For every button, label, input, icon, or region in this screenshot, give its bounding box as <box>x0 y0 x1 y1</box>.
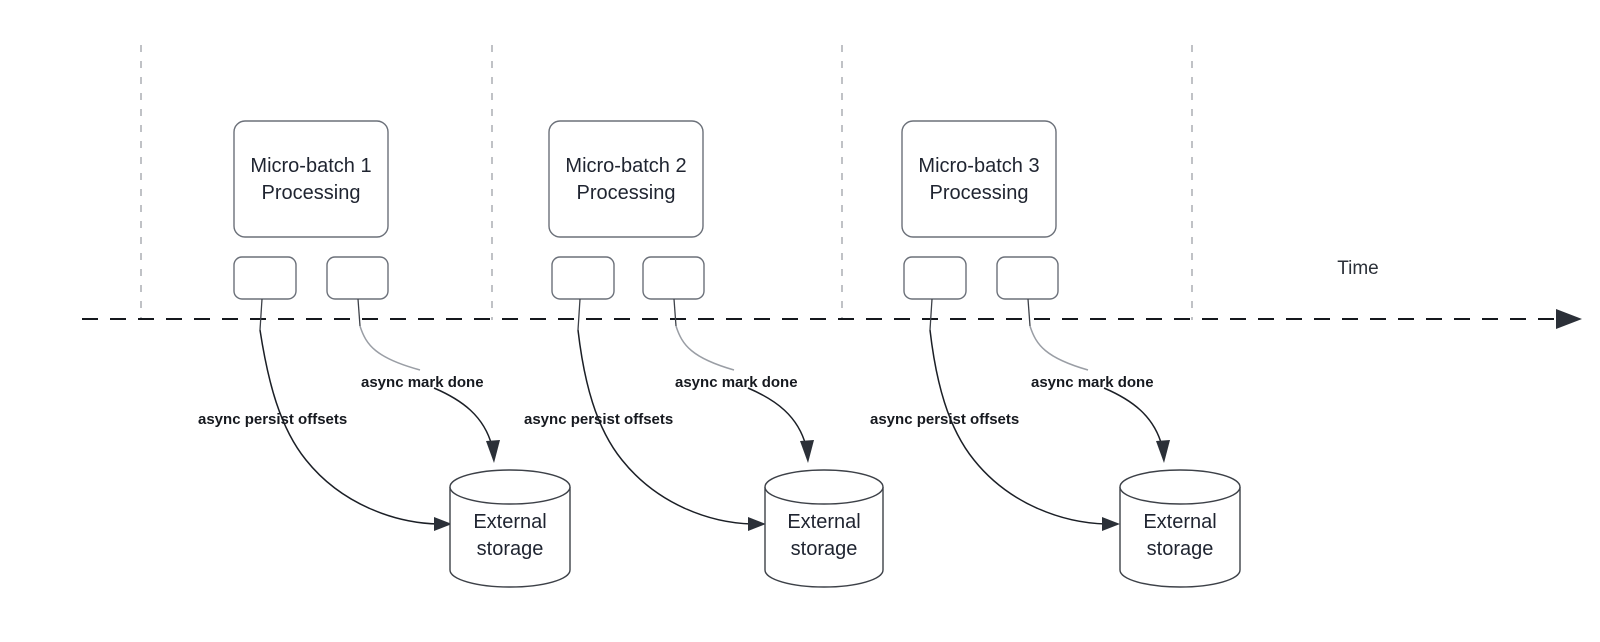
micro-batch-group-2: Micro-batch 2 Processing async persist o… <box>524 120 884 588</box>
micro-batch-2-storage-cylinder-top[interactable] <box>764 469 884 505</box>
micro-batch-3-storage-cylinder-top[interactable] <box>1119 469 1241 505</box>
micro-batch-1-label-line1: Micro-batch 1 <box>250 155 371 177</box>
micro-batch-group-1: Micro-batch 1 Processing async persist o… <box>198 120 571 588</box>
micro-batch-1-label-line2: Processing <box>262 182 361 204</box>
micro-batch-3-persist-offsets-curve <box>929 329 1107 525</box>
micro-batch-1-task-box-1[interactable] <box>233 256 297 300</box>
micro-batch-3-persist-offsets-label: async persist offsets <box>870 411 1019 428</box>
micro-batch-3-mark-done-curve-upper <box>1029 325 1089 371</box>
micro-batch-3-task-box-1[interactable] <box>903 256 967 300</box>
micro-batch-1-storage-label-line2: storage <box>477 538 544 560</box>
micro-batch-2-storage-label-line2: storage <box>791 538 858 560</box>
micro-batch-1-storage-cylinder-body <box>449 487 571 588</box>
micro-batch-2-box[interactable] <box>548 120 704 238</box>
time-axis-label: Time <box>1337 258 1379 279</box>
micro-batch-2-mark-done-curve-upper <box>675 325 735 371</box>
micro-batch-3-storage-cylinder-body <box>1119 487 1241 588</box>
time-axis: Time <box>82 258 1582 329</box>
micro-batch-3-storage-label-line2: storage <box>1147 538 1214 560</box>
micro-batch-2-task-1-stem <box>577 298 581 331</box>
micro-batch-3-task-1-stem <box>929 298 933 331</box>
micro-batch-3-box[interactable] <box>901 120 1057 238</box>
micro-batch-3-mark-done-curve-lower <box>1103 387 1163 447</box>
micro-batch-3-task-box-2[interactable] <box>996 256 1059 300</box>
micro-batch-1-mark-done-curve-lower <box>433 387 493 447</box>
micro-batch-3-persist-offsets-arrow-icon <box>1102 517 1120 531</box>
micro-batch-1-mark-done-label: async mark done <box>361 374 484 391</box>
micro-batch-1-task-box-2[interactable] <box>326 256 389 300</box>
micro-batch-2-persist-offsets-label: async persist offsets <box>524 411 673 428</box>
micro-batch-1-persist-offsets-arrow-icon <box>434 517 452 531</box>
micro-batch-2-persist-offsets-curve <box>577 329 753 525</box>
micro-batch-1-task-2-stem <box>357 298 361 327</box>
micro-batch-3-label-line1: Micro-batch 3 <box>918 155 1039 177</box>
micro-batch-1-storage-label-line1: External <box>473 511 546 533</box>
micro-batch-1-mark-done-curve-upper <box>359 325 421 371</box>
micro-batch-2-storage-cylinder-body <box>764 487 884 588</box>
micro-batch-3-task-2-stem <box>1027 298 1031 327</box>
micro-batch-3-mark-done-label: async mark done <box>1031 374 1154 391</box>
micro-batch-1-storage-cylinder-top[interactable] <box>449 469 571 505</box>
micro-batch-2-task-2-stem <box>673 298 677 327</box>
micro-batch-1-box[interactable] <box>233 120 389 238</box>
micro-batch-2-mark-done-curve-lower <box>747 387 807 447</box>
micro-batch-3-mark-done-arrow-icon <box>1156 440 1170 463</box>
micro-batch-2-persist-offsets-arrow-icon <box>748 517 766 531</box>
micro-batch-2-task-box-2[interactable] <box>642 256 705 300</box>
micro-batch-2-label-line1: Micro-batch 2 <box>565 155 686 177</box>
micro-batch-1-persist-offsets-curve <box>259 329 439 525</box>
micro-batch-2-label-line2: Processing <box>577 182 676 204</box>
micro-batch-2-mark-done-arrow-icon <box>800 440 814 463</box>
micro-batch-2-mark-done-label: async mark done <box>675 374 798 391</box>
batch-boundary-ticks <box>140 45 1193 320</box>
micro-batch-1-mark-done-arrow-icon <box>486 440 500 463</box>
micro-batch-2-storage-label-line1: External <box>787 511 860 533</box>
time-axis-arrow-icon <box>1556 309 1582 329</box>
micro-batch-3-storage-label-line1: External <box>1143 511 1216 533</box>
micro-batch-3-label-line2: Processing <box>930 182 1029 204</box>
micro-batch-group-3: Micro-batch 3 Processing async persist o… <box>870 120 1241 588</box>
micro-batch-1-persist-offsets-label: async persist offsets <box>198 411 347 428</box>
micro-batch-2-task-box-1[interactable] <box>551 256 615 300</box>
micro-batch-1-task-1-stem <box>259 298 263 331</box>
